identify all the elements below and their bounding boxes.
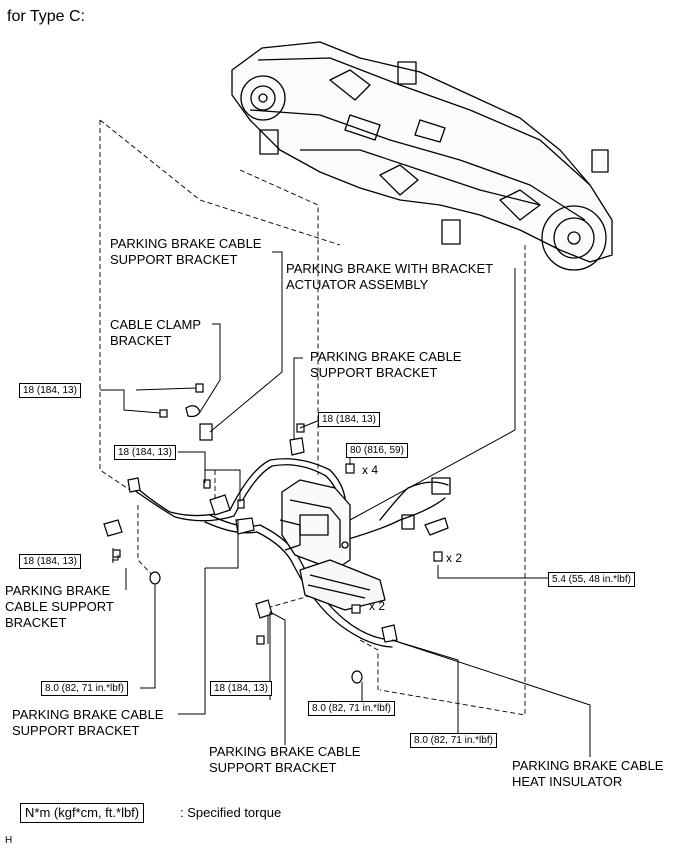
label-actuator-line1: PARKING BRAKE WITH BRACKET xyxy=(286,261,494,276)
label-cable-clamp-line2: BRACKET xyxy=(110,333,172,348)
label-support-bracket-bottom-line2: SUPPORT BRACKET xyxy=(209,760,337,775)
rear-suspension-member xyxy=(231,41,613,271)
leader-lines xyxy=(100,251,591,757)
label-support-bracket-bottom-line1: PARKING BRAKE CABLE xyxy=(209,744,361,759)
actuator-assembly xyxy=(279,477,451,571)
label-support-bracket-upper-left-line1: PARKING BRAKE CABLE xyxy=(110,236,262,251)
label-support-bracket-left-line3: BRACKET xyxy=(5,615,67,630)
torque-box-3: 80 (816, 59) xyxy=(346,443,408,458)
torque-box-4: 18 (184, 13) xyxy=(114,445,176,460)
label-heat-insulator-line2: HEAT INSULATOR xyxy=(512,774,623,789)
brackets-and-bolts xyxy=(103,383,443,684)
quantity-x4: x 4 xyxy=(362,463,379,477)
label-support-bracket-lower-line1: PARKING BRAKE CABLE xyxy=(12,707,164,722)
torque-box-8: 18 (184, 13) xyxy=(210,681,272,696)
quantity-x2-nut: x 2 xyxy=(446,551,463,565)
page-heading: for Type C: xyxy=(7,8,85,25)
legend-text: : Specified torque xyxy=(180,805,282,820)
label-support-bracket-lower-line2: SUPPORT BRACKET xyxy=(12,723,140,738)
footer-code: H xyxy=(5,835,13,846)
label-support-bracket-left-line2: CABLE SUPPORT xyxy=(5,599,114,614)
torque-box-9: 8.0 (82, 71 in.*lbf) xyxy=(308,701,395,716)
torque-box-10: 8.0 (82, 71 in.*lbf) xyxy=(410,733,497,748)
label-actuator-line2: ACTUATOR ASSEMBLY xyxy=(286,277,429,292)
label-support-bracket-mid-line1: PARKING BRAKE CABLE xyxy=(310,349,462,364)
torque-box-7: 8.0 (82, 71 in.*lbf) xyxy=(41,681,128,696)
dashed-guide-lines xyxy=(99,119,526,716)
torque-box-5: 18 (184, 13) xyxy=(19,554,81,569)
label-cable-clamp-line1: CABLE CLAMP xyxy=(110,317,202,332)
torque-box-6: 5.4 (55, 48 in.*lbf) xyxy=(548,572,635,587)
legend-unit-box: N*m (kgf*cm, ft.*lbf) xyxy=(20,803,145,823)
label-heat-insulator-line1: PARKING BRAKE CABLE xyxy=(512,758,664,773)
torque-box-1: 18 (184, 13) xyxy=(19,383,81,398)
label-support-bracket-upper-left-line2: SUPPORT BRACKET xyxy=(110,252,238,267)
quantity-x2-bolt: x 2 xyxy=(369,599,386,613)
heat-insulator-shape xyxy=(299,559,386,611)
label-support-bracket-left-line1: PARKING BRAKE xyxy=(5,583,111,598)
label-support-bracket-mid-line2: SUPPORT BRACKET xyxy=(310,365,438,380)
torque-box-2: 18 (184, 13) xyxy=(318,412,380,427)
